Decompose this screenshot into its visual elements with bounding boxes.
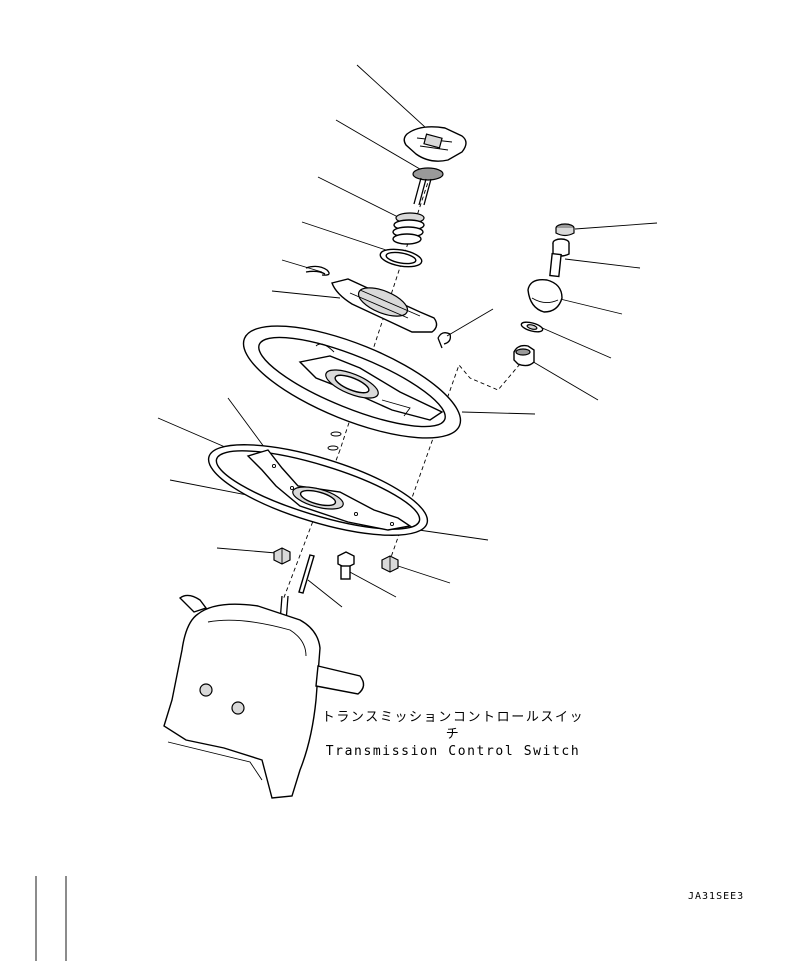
transmission-control-switch-caption: トランスミッションコントロールスイッチ Transmission Control…	[318, 709, 588, 760]
knob-bolt	[549, 238, 570, 278]
horn-cap	[403, 126, 467, 162]
caption-jp: トランスミッションコントロールスイッチ	[321, 710, 585, 742]
spring	[392, 212, 425, 245]
nut-left	[273, 547, 291, 565]
wire-clip	[437, 332, 452, 349]
caption-en: Transmission Control Switch	[325, 744, 581, 759]
steering-column	[35, 594, 365, 961]
hub-plate	[246, 449, 412, 531]
knob-cap	[555, 223, 575, 237]
bolt	[337, 551, 355, 580]
retainer-clip	[305, 265, 330, 276]
nut-right	[381, 555, 399, 573]
steering-wheel	[242, 325, 462, 439]
spinner-knob	[527, 279, 563, 313]
horn-contact	[412, 167, 444, 206]
pin	[298, 554, 315, 594]
washer	[520, 321, 544, 333]
horn-pad	[331, 278, 438, 333]
ring	[379, 248, 423, 268]
drawing-code: JA31SEE3	[688, 891, 745, 902]
axis-shims	[327, 431, 342, 451]
knob-base	[513, 344, 535, 367]
